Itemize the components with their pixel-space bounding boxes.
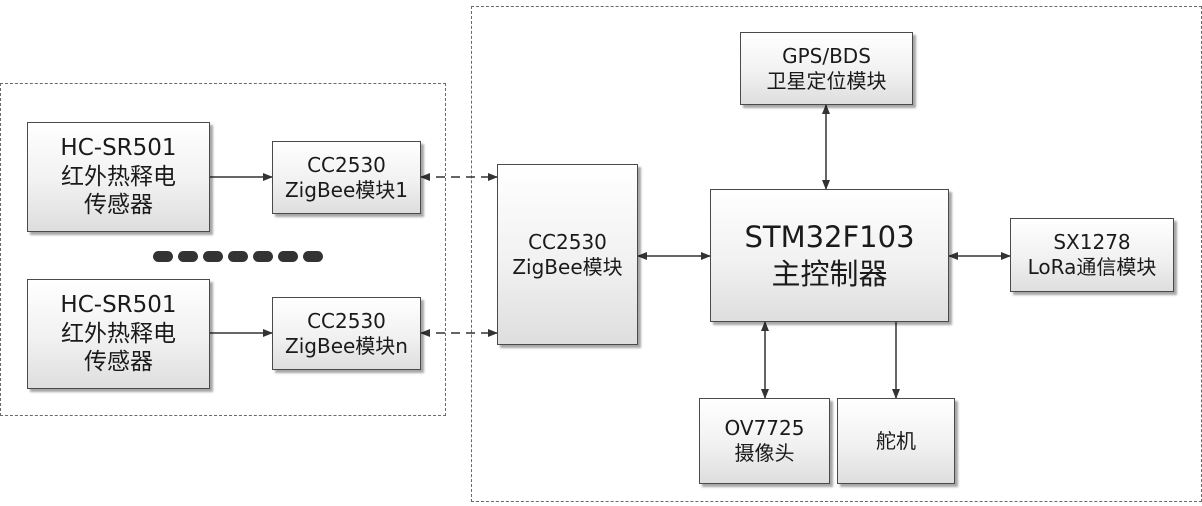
sensor-n-type: 红外热释电 [61, 320, 176, 347]
sensor-n-model: HC-SR501 [60, 291, 177, 318]
sensor-1-label: 传感器 [84, 192, 153, 219]
zigbee-node-1-label: ZigBee模块1 [284, 177, 408, 202]
main-controller-box: STM32F103 主控制器 [710, 189, 949, 322]
zigbee-coordinator-box: CC2530 ZigBee模块 [497, 164, 638, 345]
sensor-1-box: HC-SR501 红外热释电 传感器 [27, 122, 210, 232]
sensor-n-label: 传感器 [84, 349, 153, 376]
camera-module-box: OV7725 摄像头 [699, 398, 830, 484]
sensor-node-group [0, 83, 446, 416]
zigbee-node-1-box: CC2530 ZigBee模块1 [272, 141, 421, 214]
zigbee-coordinator-label: ZigBee模块 [512, 254, 623, 279]
ellipsis-dash [278, 251, 298, 262]
ellipsis-dashes [153, 251, 323, 262]
servo-label: 舵机 [876, 428, 916, 453]
lora-module-box: SX1278 LoRa通信模块 [1010, 218, 1174, 292]
camera-module-label: 摄像头 [734, 441, 795, 465]
sensor-1-model: HC-SR501 [60, 134, 177, 161]
lora-module-chip: SX1278 [1053, 230, 1131, 254]
gps-module-box: GPS/BDS 卫星定位模块 [740, 32, 913, 105]
zigbee-node-n-chip: CC2530 [307, 308, 386, 333]
lora-module-label: LoRa通信模块 [1027, 255, 1157, 279]
servo-box: 舵机 [837, 398, 955, 484]
zigbee-node-n-box: CC2530 ZigBee模块n [272, 297, 421, 370]
zigbee-node-1-chip: CC2530 [307, 152, 386, 177]
zigbee-coordinator-chip: CC2530 [528, 229, 607, 254]
zigbee-node-n-label: ZigBee模块n [285, 333, 408, 358]
camera-module-chip: OV7725 [724, 416, 805, 440]
ellipsis-dash [228, 251, 248, 262]
ellipsis-dash [253, 251, 273, 262]
ellipsis-dash [303, 251, 323, 262]
sensor-1-type: 红外热释电 [61, 163, 176, 190]
main-controller-label: 主控制器 [771, 256, 888, 291]
sensor-n-box: HC-SR501 红外热释电 传感器 [27, 279, 210, 389]
ellipsis-dash [203, 251, 223, 262]
gps-module-label: 卫星定位模块 [766, 68, 887, 93]
ellipsis-dash [153, 251, 173, 262]
main-controller-chip: STM32F103 [744, 220, 915, 255]
gps-module-type: GPS/BDS [782, 43, 871, 68]
ellipsis-dash [178, 251, 198, 262]
